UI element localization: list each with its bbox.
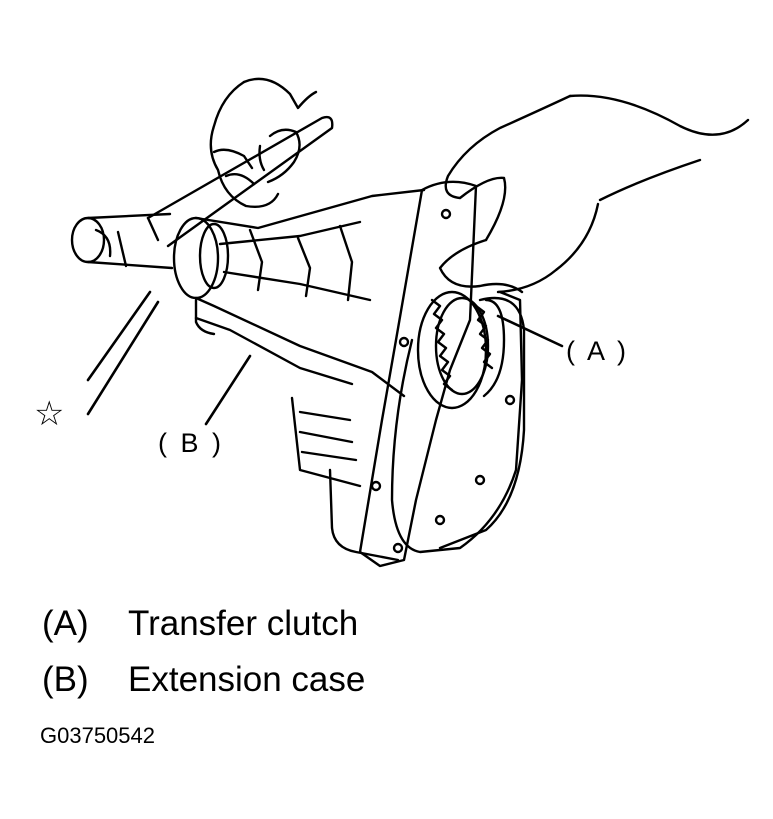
legend-text-transfer-clutch: Transfer clutch — [128, 604, 359, 643]
leader-line-star-2 — [86, 300, 160, 416]
transfer-clutch — [416, 290, 506, 410]
callout-b-label: ( B ) — [158, 428, 224, 458]
callout-a-label: ( A ) — [566, 336, 630, 366]
leader-line-star-1 — [86, 290, 152, 382]
leader-line-b — [204, 354, 252, 426]
transfer-assembly-illustration — [70, 77, 750, 568]
shaft-rod — [70, 115, 334, 270]
left-hand — [209, 77, 318, 208]
legend-text-extension-case: Extension case — [128, 660, 366, 699]
legend-key-a: (A) — [42, 604, 89, 643]
legend-key-b: (B) — [42, 660, 89, 699]
star-icon: ☆ — [34, 395, 65, 433]
extension-case — [172, 188, 426, 562]
figure-id: G03750542 — [40, 723, 155, 748]
leader-line-a — [496, 314, 564, 348]
leader-lines — [86, 290, 564, 426]
right-hand — [438, 94, 750, 294]
transfer-housing-flange — [358, 180, 526, 568]
